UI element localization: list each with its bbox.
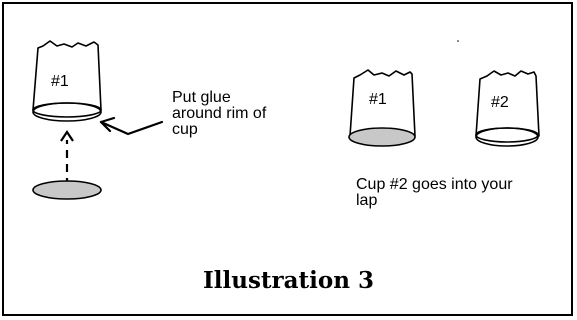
cup-1-right	[348, 69, 416, 147]
dashed-up-arrow	[60, 130, 74, 186]
illustration-title: Illustration 3	[203, 267, 374, 294]
glue-instruction: Put glue around rim of cup	[172, 89, 267, 138]
cup-2-right-label: #2	[491, 94, 509, 111]
glue-pointer-arrow	[99, 116, 164, 136]
cup-2-right	[475, 70, 540, 147]
cup-1-left	[32, 40, 102, 122]
lap-instruction: Cup #2 goes into your lap	[356, 176, 513, 209]
speck	[457, 40, 459, 42]
glue-disc	[32, 180, 102, 200]
cup-1-left-label: #1	[51, 73, 69, 90]
cup-1-right-label: #1	[369, 91, 387, 108]
